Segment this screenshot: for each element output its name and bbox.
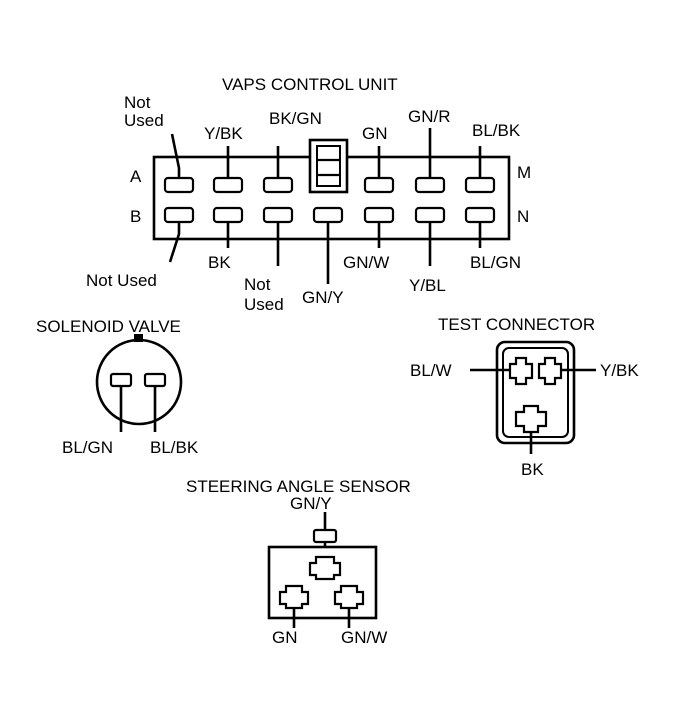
test-cavity-left [508,356,534,386]
steering-title: STEERING ANGLE SENSOR [186,477,411,496]
label-y-bl: Y/BL [409,276,446,295]
pin-b2 [212,206,244,224]
vaps-lock-tab [308,138,349,194]
label-y-bk-top: Y/BK [204,124,243,143]
label-not-used-b3-1: Not [244,275,271,294]
label-bk-bottom: BK [208,253,231,272]
steering-top-terminal [312,528,338,544]
pin-a7 [464,176,496,194]
solenoid-title: SOLENOID VALVE [36,317,181,336]
steering-cavity-top [308,555,342,581]
solenoid-label-left: BL/GN [62,438,113,457]
label-bl-gn-bottom: BL/GN [470,253,521,272]
pin-a3 [262,176,294,194]
vaps-control-unit: VAPS CONTROL UNIT A B M N [86,75,531,314]
solenoid-valve: SOLENOID VALVE BL/GN BL/BK [36,317,199,457]
label-gn-top: GN [362,124,388,143]
label-not-used-top-2: Used [124,111,164,130]
steering-angle-sensor: STEERING ANGLE SENSOR GN/Y GN GN/W [186,477,411,647]
pin-b1 [163,206,195,224]
label-not-used-bottom: Not Used [86,271,157,290]
pin-b4 [312,206,344,224]
row-label-b: B [130,207,141,226]
label-gn-w-bottom: GN/W [343,253,389,272]
pin-a1 [163,176,195,194]
vaps-top-leads [170,128,482,178]
vaps-title: VAPS CONTROL UNIT [222,75,398,94]
row-label-n: N [517,207,529,226]
pin-a2 [212,176,244,194]
label-gn-r: GN/R [408,107,451,126]
pin-b5 [363,206,395,224]
test-cavity-bottom [514,404,548,434]
vaps-top-pins [163,176,496,194]
label-not-used-b3-2: Used [244,295,284,314]
steering-label-top: GN/Y [290,494,332,513]
pin-b6 [414,206,446,224]
pin-a5 [363,176,395,194]
test-connector: TEST CONNECTOR BL/W Y/BK BK [410,315,639,479]
solenoid-pin-left [109,372,133,388]
test-cavity-right [537,356,563,386]
label-not-used-top-1: Not [124,93,151,112]
row-label-a: A [130,167,142,186]
solenoid-body [95,338,183,426]
test-label-bottom: BK [521,460,544,479]
pin-a6 [414,176,446,194]
vaps-bottom-leads [168,222,482,284]
test-label-right: Y/BK [600,361,639,380]
steering-label-right: GN/W [341,628,387,647]
vaps-bottom-pins [163,206,496,224]
steering-cavity-right [333,584,365,610]
label-bk-gn: BK/GN [269,109,322,128]
steering-label-left: GN [272,628,298,647]
label-bl-bk-top: BL/BK [472,121,521,140]
solenoid-label-right: BL/BK [150,438,199,457]
solenoid-pin-right [143,372,167,388]
test-label-left: BL/W [410,361,452,380]
test-connector-title: TEST CONNECTOR [438,315,595,334]
pin-b7 [464,206,496,224]
row-label-m: M [517,163,531,182]
steering-cavity-left [278,584,310,610]
pin-b3 [262,206,294,224]
solenoid-key [134,334,143,342]
label-gn-y-bottom: GN/Y [302,288,344,307]
test-connector-inner [502,347,569,438]
